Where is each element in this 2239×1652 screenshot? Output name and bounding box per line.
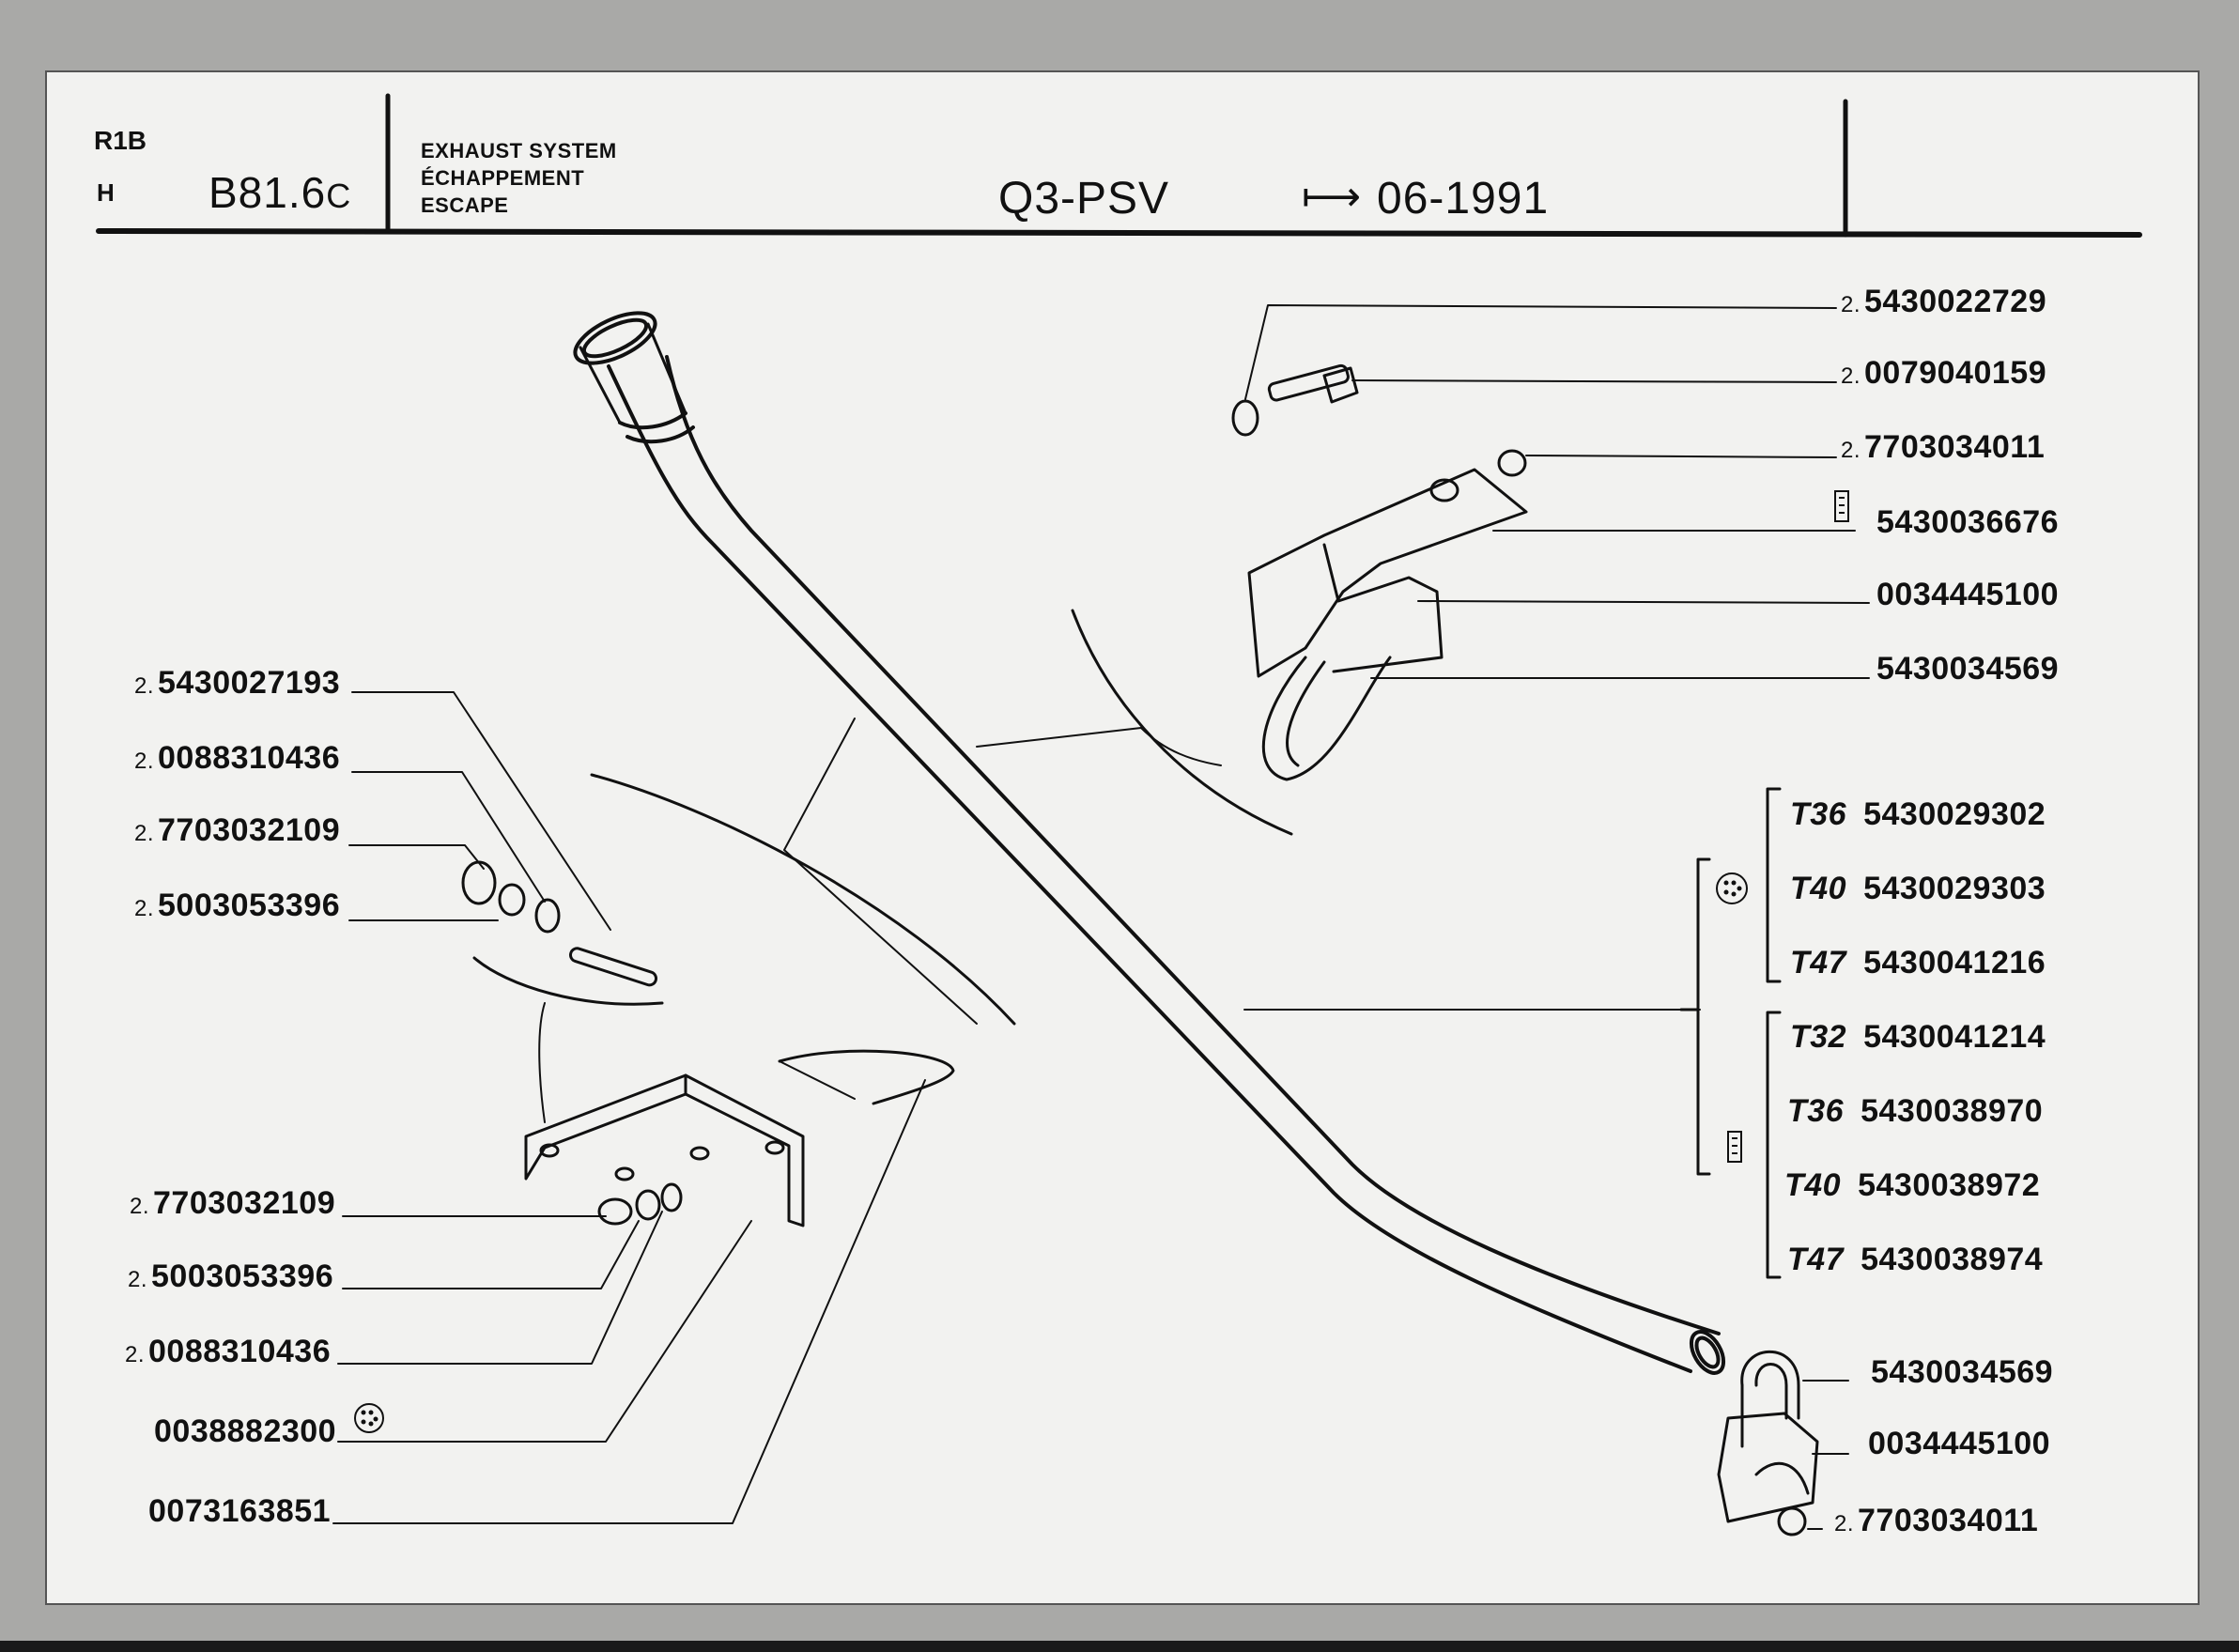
right-part-6: 5430034569 (1876, 651, 2060, 687)
category-fr: ÉCHAPPEMENT (421, 166, 585, 190)
left-bracket-drawing (461, 860, 955, 1227)
right-part-5: 0034445100 (1876, 577, 2060, 612)
scan-edge (0, 1641, 2239, 1652)
right-bottom-part-2: 0034445100 (1868, 1426, 2051, 1461)
category-en: EXHAUST SYSTEM (421, 139, 617, 162)
model-code: R1B (94, 126, 147, 155)
category-es: ESCAPE (421, 193, 509, 217)
left-part-4: 2.5003053396 (134, 888, 341, 923)
left-part-6: 2.5003053396 (128, 1258, 334, 1294)
left-part-7: 2.0088310436 (125, 1334, 332, 1369)
variant-braces (1679, 787, 1782, 1279)
right-bracket-drawing (1231, 363, 1528, 781)
vehicle-type-symbol-icon (1834, 490, 1849, 522)
left-part-3: 2.7703032109 (134, 812, 341, 848)
right-bottom-part-1: 5430034569 (1871, 1354, 2054, 1390)
right-part-3: 2.7703034011 (1841, 429, 2046, 465)
bottom-clamp-drawing (1717, 1350, 1819, 1536)
exhaust-pipe (573, 311, 1726, 1375)
right-part-2: 2.0079040159 (1841, 355, 2047, 391)
floor-outline (472, 609, 1293, 1123)
left-part-8: 0038882300 (154, 1413, 337, 1449)
model-sub: H (97, 178, 115, 207)
engine-code: Q3-PSV (998, 174, 1170, 224)
right-bottom-part-3: 2.7703034011 (1834, 1503, 2039, 1538)
leader-lines-right (1243, 304, 1870, 1530)
left-part-9: 0073163851 (148, 1493, 332, 1529)
date-range: 06-1991 (1377, 174, 1550, 224)
dot-grid-symbol-icon (1716, 872, 1748, 904)
header-rule (96, 228, 2142, 238)
page-ref-suffix: C (326, 177, 352, 215)
left-part-1: 2.5430027193 (134, 665, 341, 701)
right-part-4: 5430036676 (1876, 504, 2060, 540)
dot-grid-symbol-icon (354, 1403, 384, 1433)
page-ref: B81.6C (208, 167, 351, 218)
date-arrow: ⟼ (1302, 174, 1363, 220)
vehicle-type-symbol-icon (1727, 1131, 1742, 1163)
right-part-1: 2.5430022729 (1841, 284, 2047, 319)
leader-lines-left (332, 691, 926, 1524)
left-part-5: 2.7703032109 (130, 1185, 336, 1221)
catalog-sheet (45, 70, 2200, 1605)
page-ref-number: B81.6 (208, 168, 327, 217)
left-part-2: 2.0088310436 (134, 740, 341, 776)
